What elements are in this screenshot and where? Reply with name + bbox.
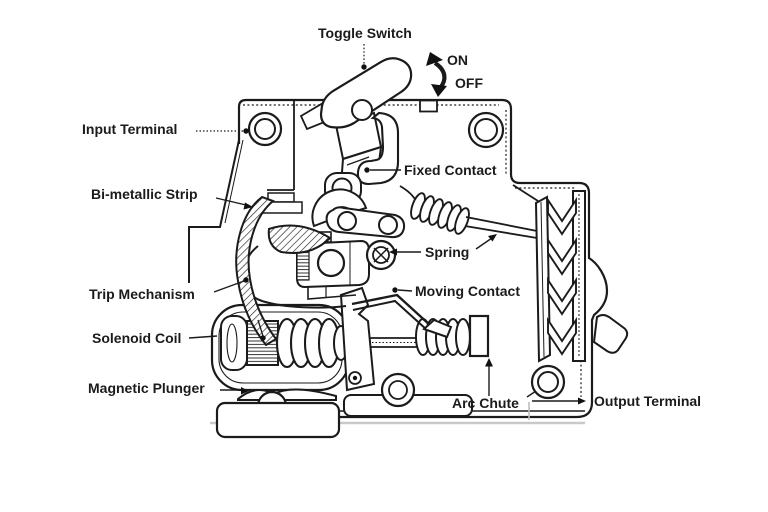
upper-spring	[399, 185, 538, 239]
input-terminal-label: Input Terminal	[82, 121, 177, 137]
label-spring: Spring	[389, 234, 497, 260]
moving-contact-arm	[351, 293, 453, 339]
label-trip-mechanism: Trip Mechanism	[89, 277, 249, 302]
spring-pivot	[365, 239, 397, 271]
label-bi-metallic-strip: Bi-metallic Strip	[91, 186, 253, 210]
label-on: ON	[447, 52, 468, 68]
off-label: OFF	[455, 75, 483, 91]
fixed-contact-label: Fixed Contact	[404, 162, 497, 178]
solenoid-assembly	[210, 303, 367, 392]
case-screw-hole	[467, 111, 505, 149]
label-fixed-contact: Fixed Contact	[364, 162, 497, 178]
trip-mechanism-label: Trip Mechanism	[89, 286, 195, 302]
on-off-arrow	[426, 52, 447, 97]
label-input-terminal: Input Terminal	[82, 121, 249, 137]
input-terminal-screw	[247, 111, 283, 147]
bi-metallic-strip-drawing	[235, 195, 332, 347]
toggle-lever	[319, 57, 413, 129]
label-toggle-switch: Toggle Switch	[318, 25, 412, 70]
case-side-tab	[592, 314, 629, 354]
label-off: OFF	[455, 75, 483, 91]
arc-chute-drawing	[534, 190, 586, 363]
output-terminal-screw	[528, 364, 566, 420]
label-magnetic-plunger: Magnetic Plunger	[88, 380, 249, 396]
spring-label: Spring	[425, 244, 469, 260]
switch-linkage	[299, 101, 406, 239]
output-terminal-label: Output Terminal	[594, 393, 701, 409]
magnetic-plunger-parts	[215, 286, 473, 439]
on-label: ON	[447, 52, 468, 68]
label-moving-contact: Moving Contact	[392, 283, 520, 299]
label-solenoid-coil: Solenoid Coil	[92, 330, 218, 346]
case-top-notch	[419, 99, 438, 113]
label-output-terminal: Output Terminal	[532, 393, 701, 409]
magnetic-plunger-label: Magnetic Plunger	[88, 380, 205, 396]
toggle-switch-label: Toggle Switch	[318, 25, 412, 41]
moving-contact-label: Moving Contact	[415, 283, 520, 299]
solenoid-coil-label: Solenoid Coil	[92, 330, 181, 346]
arc-chute-label: Arc Chute	[452, 395, 519, 411]
fixed-contact-arm	[356, 111, 400, 186]
bi-metallic-strip-label: Bi-metallic Strip	[91, 186, 198, 202]
label-arc-chute: Arc Chute	[452, 358, 537, 411]
latch-lever	[267, 224, 332, 254]
